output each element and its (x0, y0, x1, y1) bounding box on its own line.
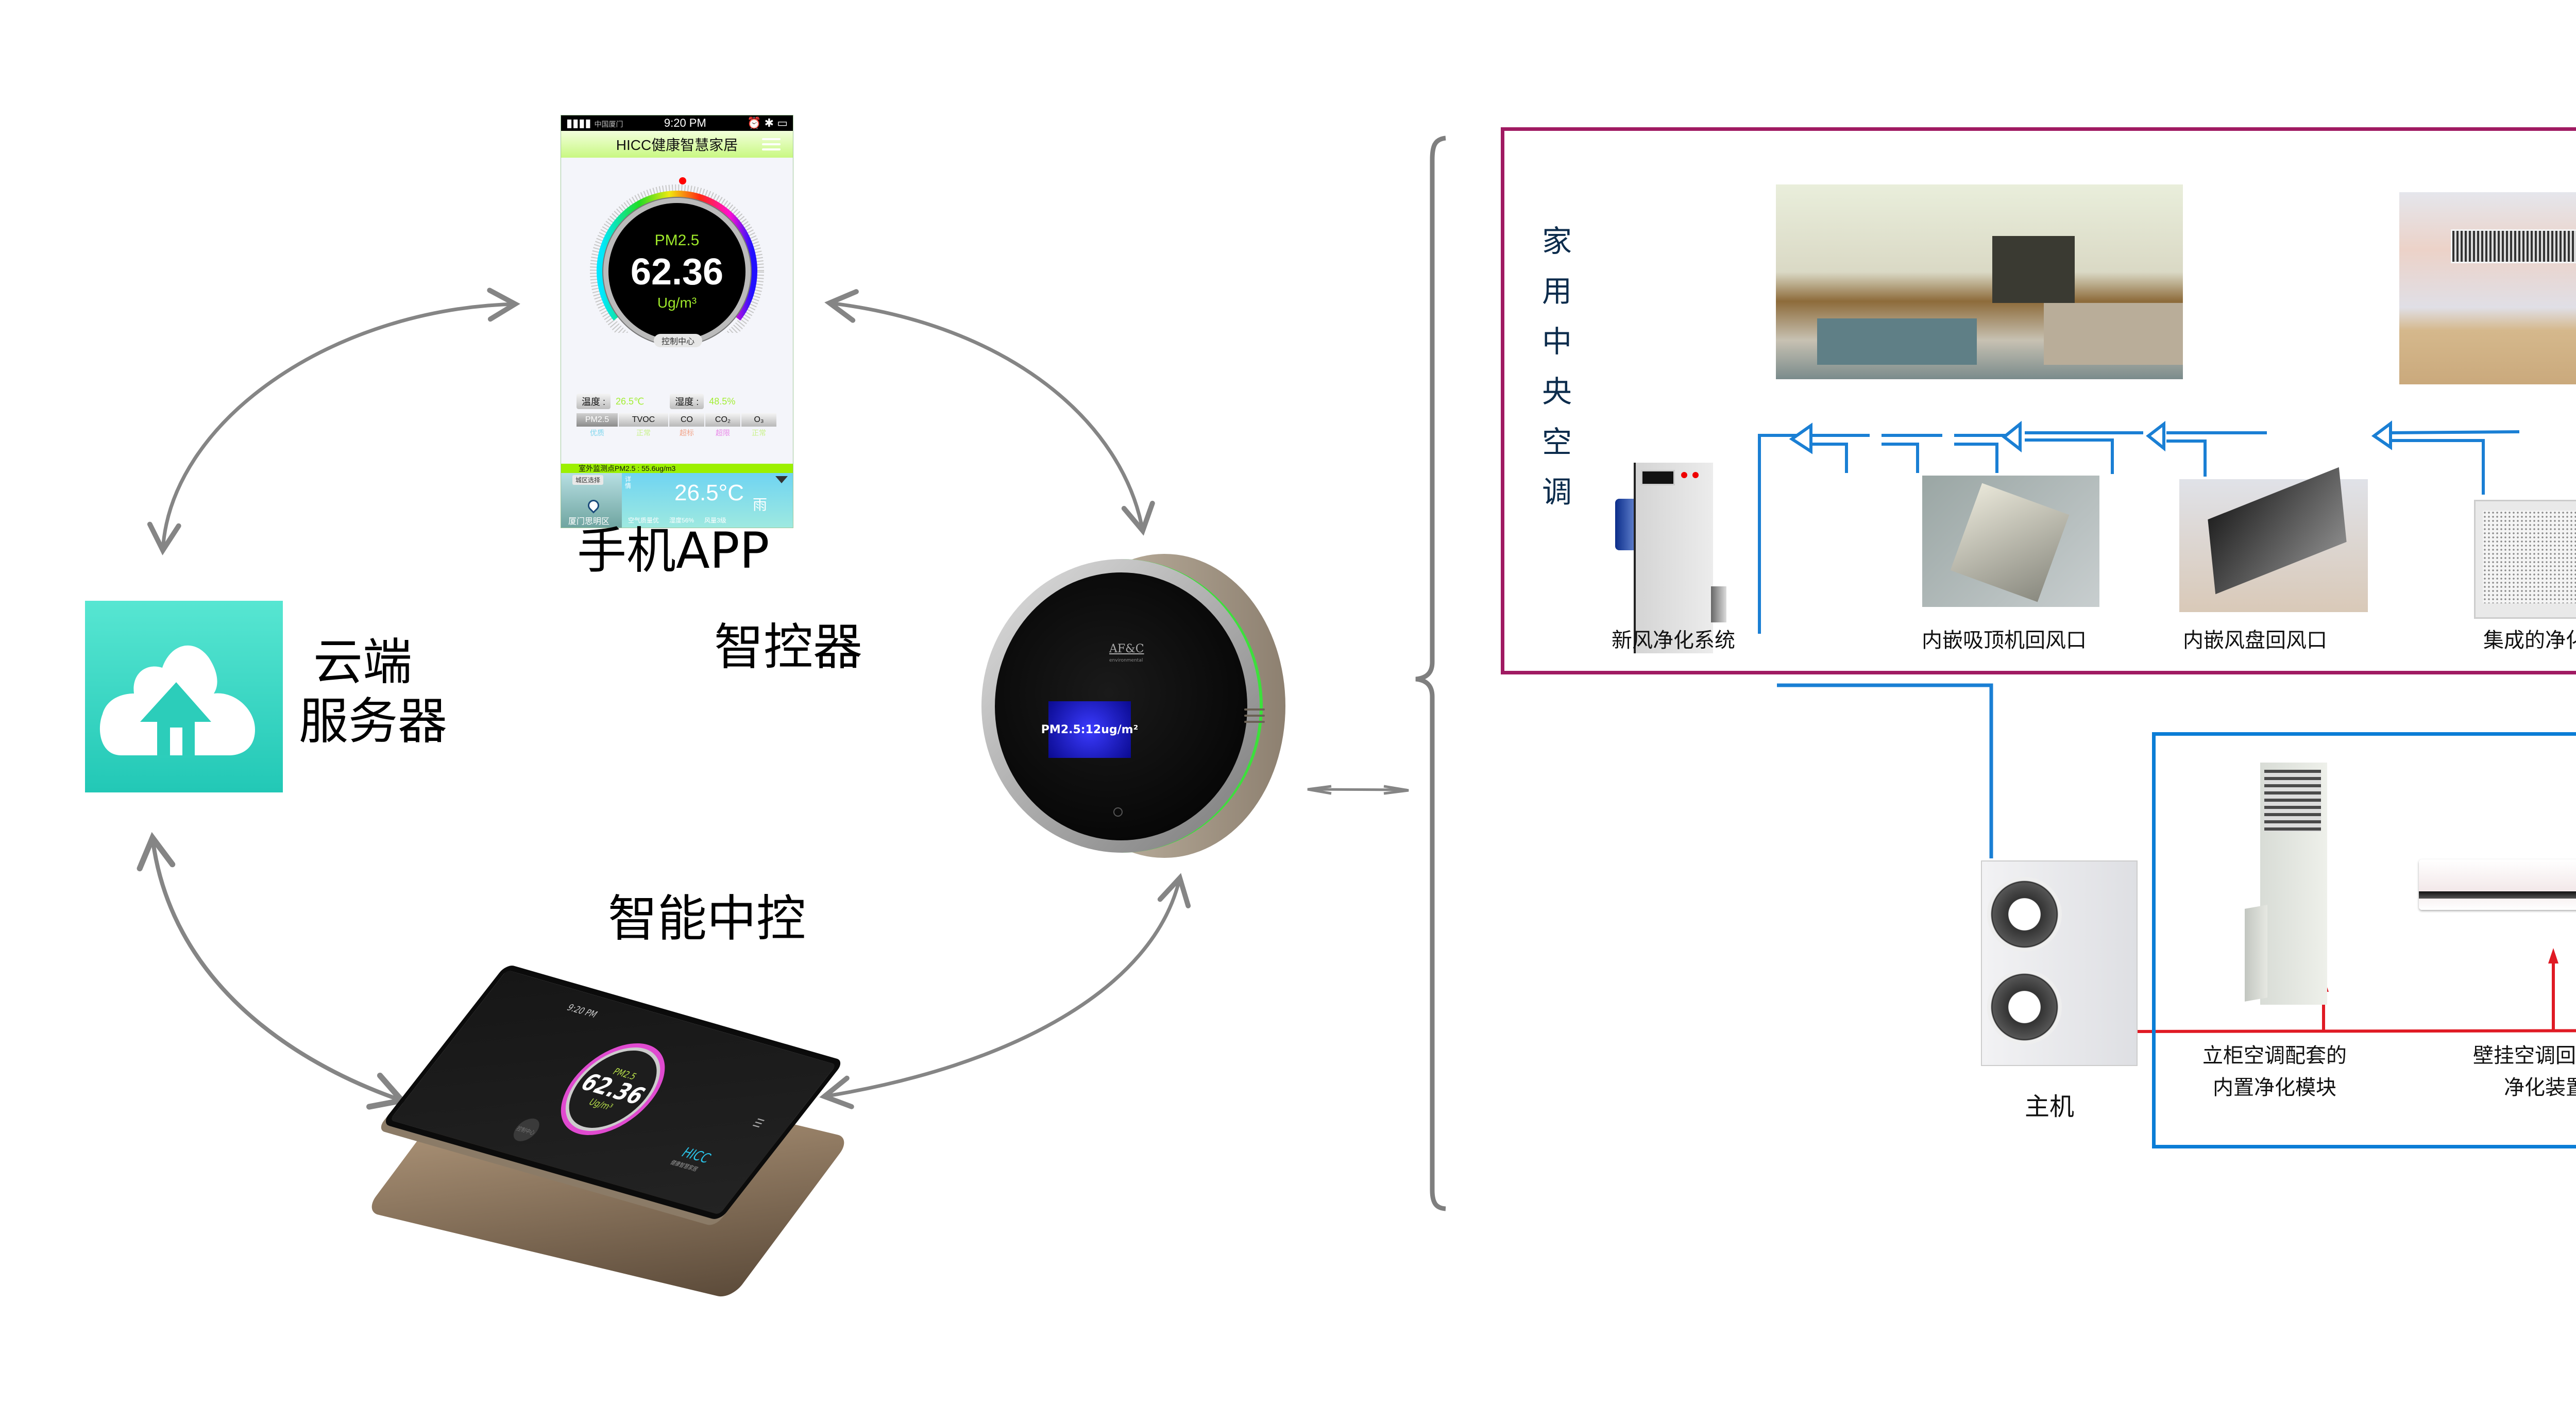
weather-panel: 城区选择 厦门思明区 详情 26.5°C 雨 空气质量优 湿度56% 风量3级 (561, 473, 793, 528)
arrow-controller-ac-systems (1307, 785, 1409, 795)
fancoil-return-vent-photo (2179, 467, 2368, 612)
cloud-server-label: 云端 服务器 (299, 633, 447, 751)
tablet-control-center-button[interactable]: 控制中心 (508, 1116, 545, 1144)
outdoor-main-unit (1981, 860, 2138, 1066)
controller-label: 智控器 (714, 618, 862, 676)
fresh-air-unit (1615, 458, 1728, 653)
battery-icon: ⏰ ✱ ▭ (747, 116, 788, 129)
pollutant-tabs: PM2.5 TVOC CO CO₂ O₃ (577, 413, 776, 427)
temp-humidity-row: 温度 : 26.5℃ 湿度 : 48.5% (577, 394, 735, 409)
phone-status-bar: ▮▮▮▮ 中国厦门 9:20 PM ⏰ ✱ ▭ (561, 115, 793, 131)
power-icon[interactable] (1113, 807, 1123, 817)
central-ac-frame (1501, 127, 2576, 674)
detail-link[interactable]: 详情 (625, 476, 632, 490)
floor-standing-ac (2245, 763, 2337, 1020)
controller-display: PM2.5:12ug/m² (1041, 701, 1138, 758)
wall-mounted-ac (2419, 859, 2576, 916)
controller-face: AF&C environmental PM2.5:12ug/m² (995, 572, 1247, 840)
central-ac-title: 家 用 中 央 空 调 (1541, 224, 1572, 510)
pollutant-status-row: 优质 正常 超标 超限 正常 (590, 429, 766, 437)
city-select-button[interactable]: 城区选择 (572, 475, 604, 485)
dropdown-triangle-icon[interactable] (775, 476, 788, 483)
arrow-phone-controller (824, 289, 1155, 536)
rain-cloud-icon: 雨 (753, 497, 768, 513)
outdoor-pm25-bar: 室外监测点PM2.5 : 55.6ug/m3 (561, 464, 793, 473)
control-center-button[interactable]: 控制中心 (654, 334, 702, 347)
cloud-server-tile (85, 601, 283, 792)
tab-tvoc[interactable]: TVOC (619, 413, 668, 427)
weather-temperature: 26.5°C (674, 480, 744, 505)
gauge-ring-icon (590, 177, 764, 333)
arrow-cloud-phone (147, 288, 520, 555)
city-photo: 城区选择 厦门思明区 (561, 473, 622, 528)
floor-ac-module-label: 立柜空调配套的 内置净化模块 (2202, 1044, 2347, 1100)
phone-app-title-bar: HICC健康智慧家居 (561, 131, 793, 158)
fresh-air-label: 新风净化系统 (1612, 629, 1735, 652)
duct-to-main-unit (1777, 683, 1993, 858)
curly-brace (1415, 136, 1446, 1211)
thermometer-icon: 湿度56% (669, 517, 694, 524)
arrow-cloud-hub (137, 832, 408, 1110)
fan-icon (1987, 877, 2062, 952)
location-pin-icon (585, 497, 602, 514)
fancoil-return-vent-label: 内嵌风盘回风口 (2183, 629, 2327, 652)
tablet-menu-icon[interactable]: ☰ (750, 1115, 767, 1130)
tab-pm25[interactable]: PM2.5 (577, 413, 618, 427)
cassette-return-vent-photo (1922, 476, 2099, 607)
signal-icon: ▮▮▮▮ 中国厦门 (566, 116, 623, 129)
wall-ac-purifier-label: 壁挂空调回风口 净化装置 (2473, 1044, 2576, 1100)
smart-controller-device: AF&C environmental PM2.5:12ug/m² (981, 554, 1285, 873)
pm25-gauge: PM2.5 62.36 Ug/m³ (561, 158, 793, 340)
fan-icon (1987, 970, 2062, 1044)
cassette-return-vent-label: 内嵌吸顶机回风口 (1922, 629, 2087, 652)
phone-app-screen: ▮▮▮▮ 中国厦门 9:20 PM ⏰ ✱ ▭ HICC健康智慧家居 PM2.5… (561, 115, 793, 528)
tablet-time: 9:20 PM (564, 1002, 600, 1020)
wind-icon: 风量3级 (704, 517, 726, 524)
hamburger-menu-icon[interactable] (762, 138, 781, 150)
ceiling-vent-photo (2399, 192, 2576, 384)
home-ac-frame (2152, 732, 2576, 1148)
integrated-purifier-vent-photo (2474, 500, 2576, 619)
tab-co[interactable]: CO (669, 413, 704, 427)
speaker-vent-icon (1244, 708, 1265, 729)
phone-time: 9:20 PM (664, 116, 706, 129)
central-hub-label: 智能中控 (608, 890, 806, 948)
living-room-photo (1776, 184, 2183, 379)
phone-app-label: 手机APP (577, 522, 770, 580)
tab-co2[interactable]: CO₂ (705, 413, 740, 427)
cloud-home-icon (99, 645, 255, 755)
tablet-gauge: PM2.5 62.36 Ug/m³ (551, 1042, 675, 1136)
tab-o3[interactable]: O₃ (741, 413, 776, 427)
arrow-hub-controller (819, 873, 1191, 1109)
weather-footer: 空气质量优 湿度56% 风量3级 (628, 516, 726, 525)
main-unit-label: 主机 (2025, 1092, 2075, 1121)
integrated-purifier-vent-label: 集成的净化回风口 (2483, 629, 2576, 652)
leaf-icon: 空气质量优 (628, 517, 659, 524)
gauge-readout: PM2.5 62.36 Ug/m³ (608, 203, 745, 340)
smart-hub-tablet: 9:20 PM PM2.5 62.36 Ug/m³ 控制中心 ☰ HICC 健康… (364, 963, 852, 1329)
afc-logo: AF&C (1109, 643, 1144, 655)
